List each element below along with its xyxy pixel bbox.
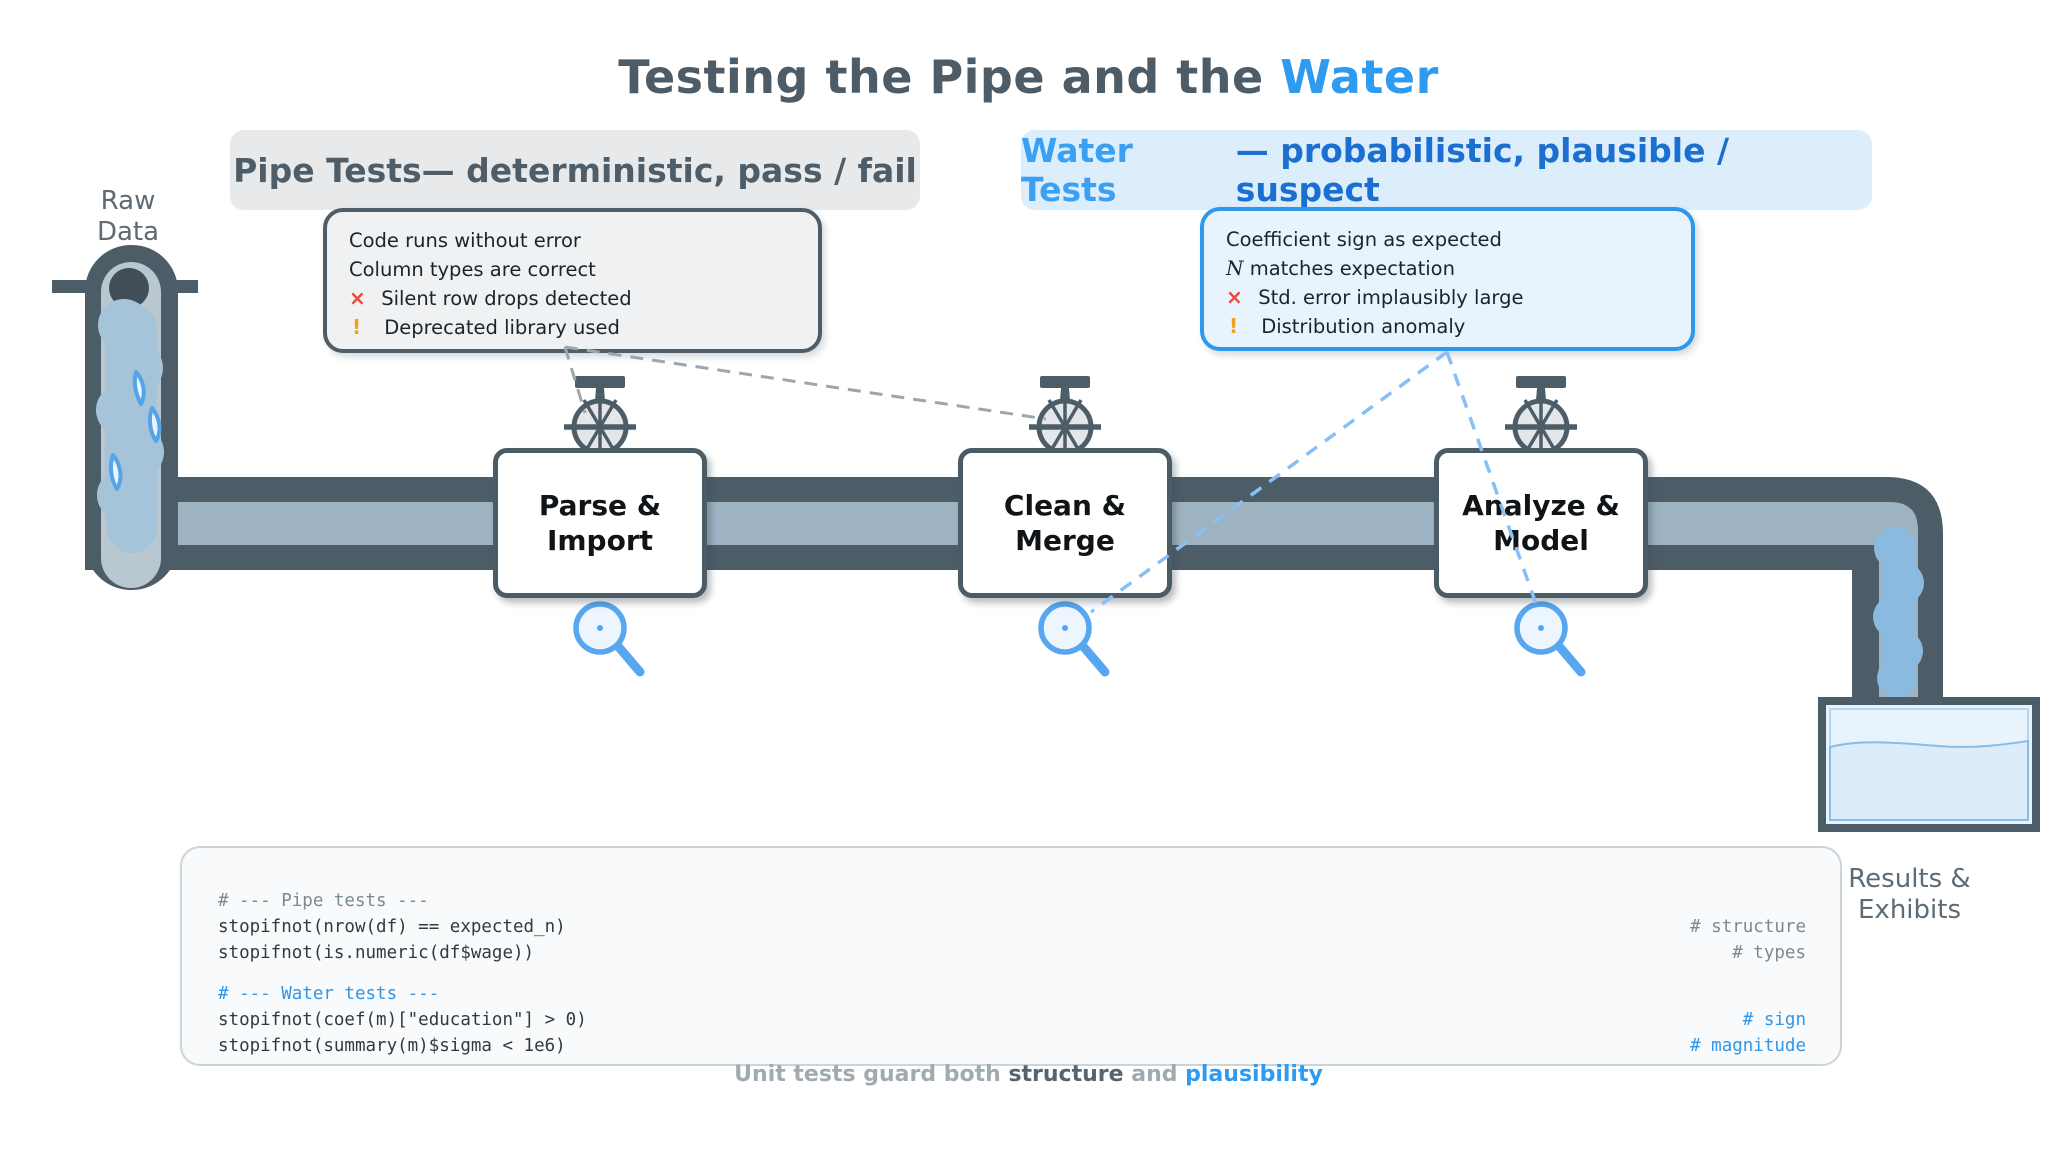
- stage-label-line2: Model: [1493, 524, 1589, 557]
- code-comment: # structure: [1690, 917, 1806, 937]
- funnel-water: [96, 299, 164, 553]
- cross-icon: ×: [1226, 285, 1243, 309]
- pipe-test-item: Column types are correct: [349, 255, 800, 284]
- code-text: # --- Water tests ---: [218, 984, 440, 1004]
- stage-label-line1: Clean &: [1003, 489, 1127, 522]
- pipe-test-item: ! Deprecated library used: [349, 313, 800, 342]
- code-blank-line: [218, 966, 1806, 981]
- funnel-opening: [109, 268, 149, 308]
- water-test-item: × Std. error implausibly large: [1226, 283, 1673, 312]
- stage-label-line1: Parse &: [538, 489, 662, 522]
- code-text: stopifnot(summary(m)$sigma < 1e6): [218, 1036, 566, 1056]
- math-n-symbol: N: [1226, 256, 1244, 280]
- code-text: stopifnot(coef(m)["education"] > 0): [218, 1010, 587, 1030]
- water-tests-callout: Coefficient sign as expected N matches e…: [1200, 207, 1695, 351]
- water-test-item: Coefficient sign as expected: [1226, 225, 1673, 254]
- caption: Unit tests guard both structure and plau…: [0, 1062, 2057, 1087]
- code-comment: # sign: [1742, 1010, 1806, 1030]
- code-text: # --- Pipe tests ---: [218, 891, 429, 911]
- title-highlight: Water: [1280, 50, 1439, 104]
- caption-plausibility: plausibility: [1185, 1062, 1323, 1087]
- code-text: stopifnot(is.numeric(df$wage)): [218, 943, 535, 963]
- results-exhibits-label: Results & Exhibits: [1822, 864, 1997, 926]
- downpipe-water: [1873, 527, 1924, 698]
- tank-water: [1829, 739, 2029, 821]
- results-tank: [1818, 697, 2040, 832]
- magnifying-glass-icon-clean: [1038, 601, 1110, 677]
- raw-data-line2: Data: [96, 217, 160, 247]
- magnifying-glass-icon-parse: [573, 601, 645, 677]
- results-line1: Results &: [1848, 864, 1971, 894]
- raw-data-funnel: [85, 245, 178, 590]
- pipe-test-item: Code runs without error: [349, 226, 800, 255]
- raw-data-line1: Raw: [100, 186, 156, 216]
- code-line: stopifnot(coef(m)["education"] > 0) # sig…: [218, 1007, 1806, 1033]
- code-lines: # --- Pipe tests --- stopifnot(nrow(df) …: [218, 888, 1806, 1059]
- pipe-test-text: Column types are correct: [349, 258, 596, 281]
- stage-label-line2: Import: [546, 524, 654, 557]
- water-tests-header-strong: Water Tests: [1021, 131, 1133, 209]
- pipe-test-text: Code runs without error: [349, 229, 581, 252]
- stage-label-line1: Analyze &: [1462, 489, 1620, 522]
- water-test-text: Distribution anomaly: [1255, 315, 1466, 338]
- valve-icon-analyze: [1505, 376, 1577, 459]
- pipe-tests-header: Pipe Tests — deterministic, pass / fail: [230, 130, 920, 210]
- code-line: stopifnot(is.numeric(df$wage)) # types: [218, 940, 1806, 966]
- stage-label-line2: Merge: [1015, 524, 1115, 557]
- cross-icon: ×: [349, 286, 366, 310]
- stage-box-clean-merge: Clean & Merge: [958, 448, 1172, 598]
- code-text: stopifnot(nrow(df) == expected_n): [218, 917, 566, 937]
- code-line: stopifnot(summary(m)$sigma < 1e6) # magni…: [218, 1033, 1806, 1059]
- code-line: # --- Pipe tests ---: [218, 888, 1806, 914]
- water-test-text: Std. error implausibly large: [1252, 286, 1524, 309]
- water-tests-header: Water Tests — probabilistic, plausible /…: [1021, 130, 1872, 210]
- water-test-item: ! Distribution anomaly: [1226, 312, 1673, 341]
- code-line: # --- Water tests ---: [218, 981, 1806, 1007]
- code-comment: # magnitude: [1690, 1036, 1806, 1056]
- exclamation-icon: !: [352, 315, 362, 339]
- code-comment: # types: [1732, 943, 1806, 963]
- title-prefix: Testing the Pipe and the: [618, 50, 1281, 104]
- water-test-text: matches expectation: [1243, 257, 1455, 280]
- water-test-text: Coefficient sign as expected: [1226, 228, 1502, 251]
- raw-data-label: Raw Data: [58, 186, 198, 248]
- caption-text: Unit tests guard both: [734, 1062, 1009, 1087]
- results-line2: Exhibits: [1858, 895, 1961, 925]
- code-panel: [180, 846, 1842, 1066]
- magnifying-glass-icon-analyze: [1514, 601, 1586, 677]
- page-title: Testing the Pipe and the Water: [0, 50, 2057, 104]
- pipe-tests-callout: Code runs without error Column types are…: [323, 208, 822, 353]
- water-droplet-icon: [108, 370, 162, 491]
- pipe-tests-header-strong: Pipe Tests: [233, 150, 422, 190]
- stage-box-analyze-model: Analyze & Model: [1434, 448, 1648, 598]
- pipe-test-text: Silent row drops detected: [375, 287, 632, 310]
- code-line: stopifnot(nrow(df) == expected_n) # struc…: [218, 914, 1806, 940]
- water-test-item: N matches expectation: [1226, 254, 1673, 283]
- exclamation-icon: !: [1229, 314, 1239, 338]
- water-tests-header-rest: — probabilistic, plausible / suspect: [1235, 131, 1730, 209]
- pipe-tests-header-rest: — deterministic, pass / fail: [421, 150, 917, 190]
- caption-structure: structure: [1008, 1062, 1124, 1087]
- valve-icon-parse: [564, 376, 636, 459]
- pipe-test-item: × Silent row drops detected: [349, 284, 800, 313]
- valve-icon-clean: [1029, 376, 1101, 459]
- caption-text: and: [1123, 1062, 1186, 1087]
- stage-box-parse-import: Parse & Import: [493, 448, 707, 598]
- pipe-test-text: Deprecated library used: [378, 316, 620, 339]
